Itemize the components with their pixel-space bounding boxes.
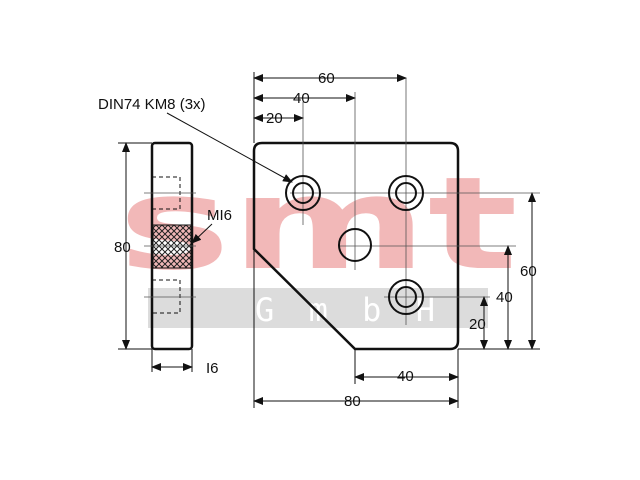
hole-bottom-right: [388, 279, 424, 315]
side-thread: [152, 224, 192, 269]
label-right-40: 40: [496, 289, 513, 306]
label-thread-callout: MI6: [207, 207, 232, 224]
label-right-20: 20: [469, 316, 486, 333]
label-right-60: 60: [520, 263, 537, 280]
label-side-thickness: I6: [206, 360, 219, 377]
hole-center: [338, 228, 372, 262]
side-view: [144, 141, 196, 351]
label-top-40: 40: [293, 90, 310, 107]
label-bottom-40: 40: [397, 368, 414, 385]
front-view: [252, 78, 540, 351]
label-top-20: 20: [266, 110, 283, 127]
label-bottom-80: 80: [344, 393, 361, 410]
label-side-height: 80: [114, 239, 131, 256]
hole-top-right: [388, 175, 424, 211]
dimension-labels: DIN74 KM8 (3x) MI6 80 I6 60 40 20 60 40 …: [98, 70, 537, 410]
label-top-60: 60: [318, 70, 335, 87]
label-bolt-callout: DIN74 KM8 (3x): [98, 96, 206, 113]
dimensions: [118, 72, 540, 408]
plate-outline: [252, 141, 460, 351]
watermark-bar: [148, 288, 488, 328]
side-hole-bottom: [151, 279, 181, 314]
hole-top-left: [285, 175, 321, 211]
